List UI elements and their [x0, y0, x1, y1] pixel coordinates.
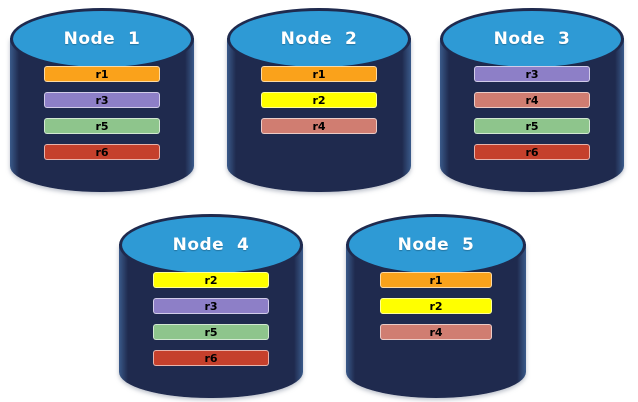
node-4-replica-list: r2 r3 r5 r6 [153, 272, 269, 376]
replica-bar-r2: r2 [261, 92, 377, 108]
replica-label: r5 [525, 119, 539, 133]
replica-bar-r1: r1 [261, 66, 377, 82]
node-2-cylinder-top: Node 2 [227, 8, 411, 70]
node-4-cylinder: Node 4 r2 r3 r5 r6 [119, 214, 303, 398]
replica-bar-r4: r4 [261, 118, 377, 134]
node-3-replica-list: r3 r4 r5 r6 [474, 66, 590, 170]
replica-label: r4 [525, 93, 539, 107]
node-3-cylinder-top: Node 3 [440, 8, 624, 70]
replica-bar-r3: r3 [474, 66, 590, 82]
replica-label: r4 [429, 325, 443, 339]
replica-label: r6 [525, 145, 539, 159]
replica-bar-r6: r6 [153, 350, 269, 366]
replica-label: r1 [95, 67, 109, 81]
replica-label: r2 [204, 273, 218, 287]
replica-bar-r2: r2 [380, 298, 492, 314]
replica-bar-r4: r4 [474, 92, 590, 108]
replica-label: r3 [204, 299, 218, 313]
node-5-cylinder: Node 5 r1 r2 r4 [346, 214, 526, 398]
node-2-title: Node 2 [280, 29, 358, 49]
node-2-cylinder: Node 2 r1 r2 r4 [227, 8, 411, 192]
replica-bar-r6: r6 [474, 144, 590, 160]
replica-label: r3 [525, 67, 539, 81]
node-5-title: Node 5 [397, 235, 475, 255]
replica-bar-r5: r5 [44, 118, 160, 134]
node-2-replica-list: r1 r2 r4 [261, 66, 377, 144]
replica-label: r5 [95, 119, 109, 133]
replica-bar-r1: r1 [44, 66, 160, 82]
replica-bar-r1: r1 [380, 272, 492, 288]
node-1-cylinder: Node 1 r1 r3 r5 r6 [10, 8, 194, 192]
replica-label: r5 [204, 325, 218, 339]
node-1-cylinder-top: Node 1 [10, 8, 194, 70]
replica-bar-r2: r2 [153, 272, 269, 288]
node-4-cylinder-top: Node 4 [119, 214, 303, 276]
node-4-title: Node 4 [172, 235, 250, 255]
replica-label: r4 [312, 119, 326, 133]
replica-label: r2 [312, 93, 326, 107]
replica-label: r2 [429, 299, 443, 313]
replica-label: r6 [95, 145, 109, 159]
replica-label: r1 [429, 273, 443, 287]
node-1-title: Node 1 [63, 29, 141, 49]
replica-bar-r3: r3 [44, 92, 160, 108]
replica-label: r3 [95, 93, 109, 107]
replica-label: r6 [204, 351, 218, 365]
node-5-cylinder-top: Node 5 [346, 214, 526, 276]
node-5-replica-list: r1 r2 r4 [380, 272, 492, 350]
replica-bar-r6: r6 [44, 144, 160, 160]
replica-bar-r5: r5 [153, 324, 269, 340]
node-1-replica-list: r1 r3 r5 r6 [44, 66, 160, 170]
replica-bar-r4: r4 [380, 324, 492, 340]
node-3-title: Node 3 [493, 29, 571, 49]
replica-label: r1 [312, 67, 326, 81]
node-3-cylinder: Node 3 r3 r4 r5 r6 [440, 8, 624, 192]
replica-bar-r3: r3 [153, 298, 269, 314]
replica-bar-r5: r5 [474, 118, 590, 134]
